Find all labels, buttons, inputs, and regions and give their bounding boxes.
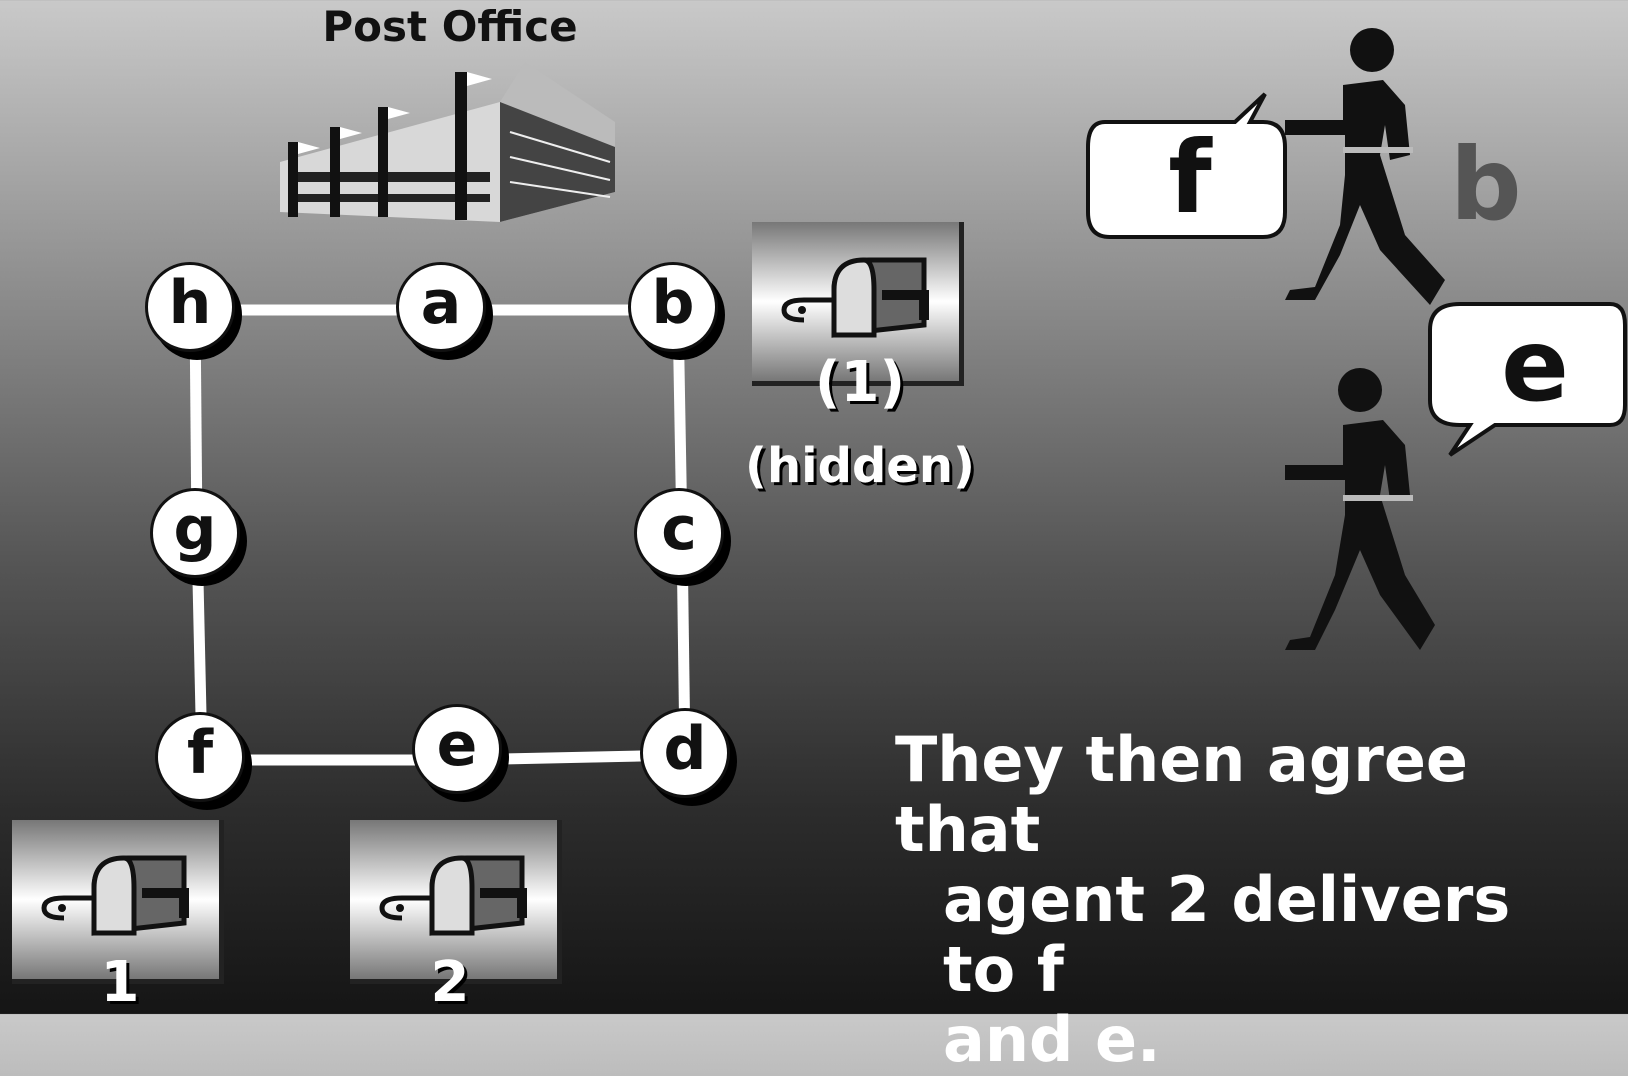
node-h: h xyxy=(145,262,235,352)
node-e-label: e xyxy=(436,710,478,780)
speech-bubble-top xyxy=(1086,92,1287,239)
walking-person-icon xyxy=(1285,368,1435,650)
speech-top-text: f xyxy=(1168,119,1212,236)
node-d-label: d xyxy=(663,714,707,784)
mailbox-2-label: 2 xyxy=(430,950,470,1015)
node-f: f xyxy=(155,712,245,802)
speech-bubble-bottom xyxy=(1428,302,1627,457)
node-a: a xyxy=(396,262,486,352)
mailbox-icon xyxy=(781,257,929,338)
post-office-building-icon xyxy=(280,62,615,222)
node-c-label: c xyxy=(661,494,697,564)
node-f-label: f xyxy=(186,718,214,788)
mailbox-icon xyxy=(41,855,189,936)
caption: They then agree that agent 2 delivers to… xyxy=(895,725,1595,1075)
node-g-label: g xyxy=(173,494,217,564)
caption-line-1: They then agree that xyxy=(895,723,1468,866)
walking-person-icon xyxy=(1285,28,1445,305)
speech-bottom-text: e xyxy=(1501,307,1569,424)
hidden-note: (hidden) xyxy=(745,438,975,494)
node-c: c xyxy=(634,488,724,578)
post-office-title: Post Office xyxy=(322,2,578,51)
mailbox-1-label: 1 xyxy=(100,950,140,1015)
node-a-label: a xyxy=(420,268,462,338)
mailbox-icon xyxy=(379,855,527,936)
node-h-label: h xyxy=(168,268,212,338)
node-d: d xyxy=(640,708,730,798)
mailbox-1 xyxy=(12,820,224,984)
hidden-mailbox xyxy=(752,222,964,386)
node-b-label: b xyxy=(651,268,695,338)
node-b: b xyxy=(628,262,718,352)
agent-top-letter: b xyxy=(1450,126,1522,243)
node-g: g xyxy=(150,488,240,578)
caption-line-3: and e. xyxy=(943,1003,1161,1076)
mailbox-2 xyxy=(350,820,562,984)
caption-line-2: agent 2 delivers to f xyxy=(943,863,1511,1006)
node-e: e xyxy=(412,704,502,794)
hidden-mailbox-label: (1) xyxy=(814,350,906,415)
